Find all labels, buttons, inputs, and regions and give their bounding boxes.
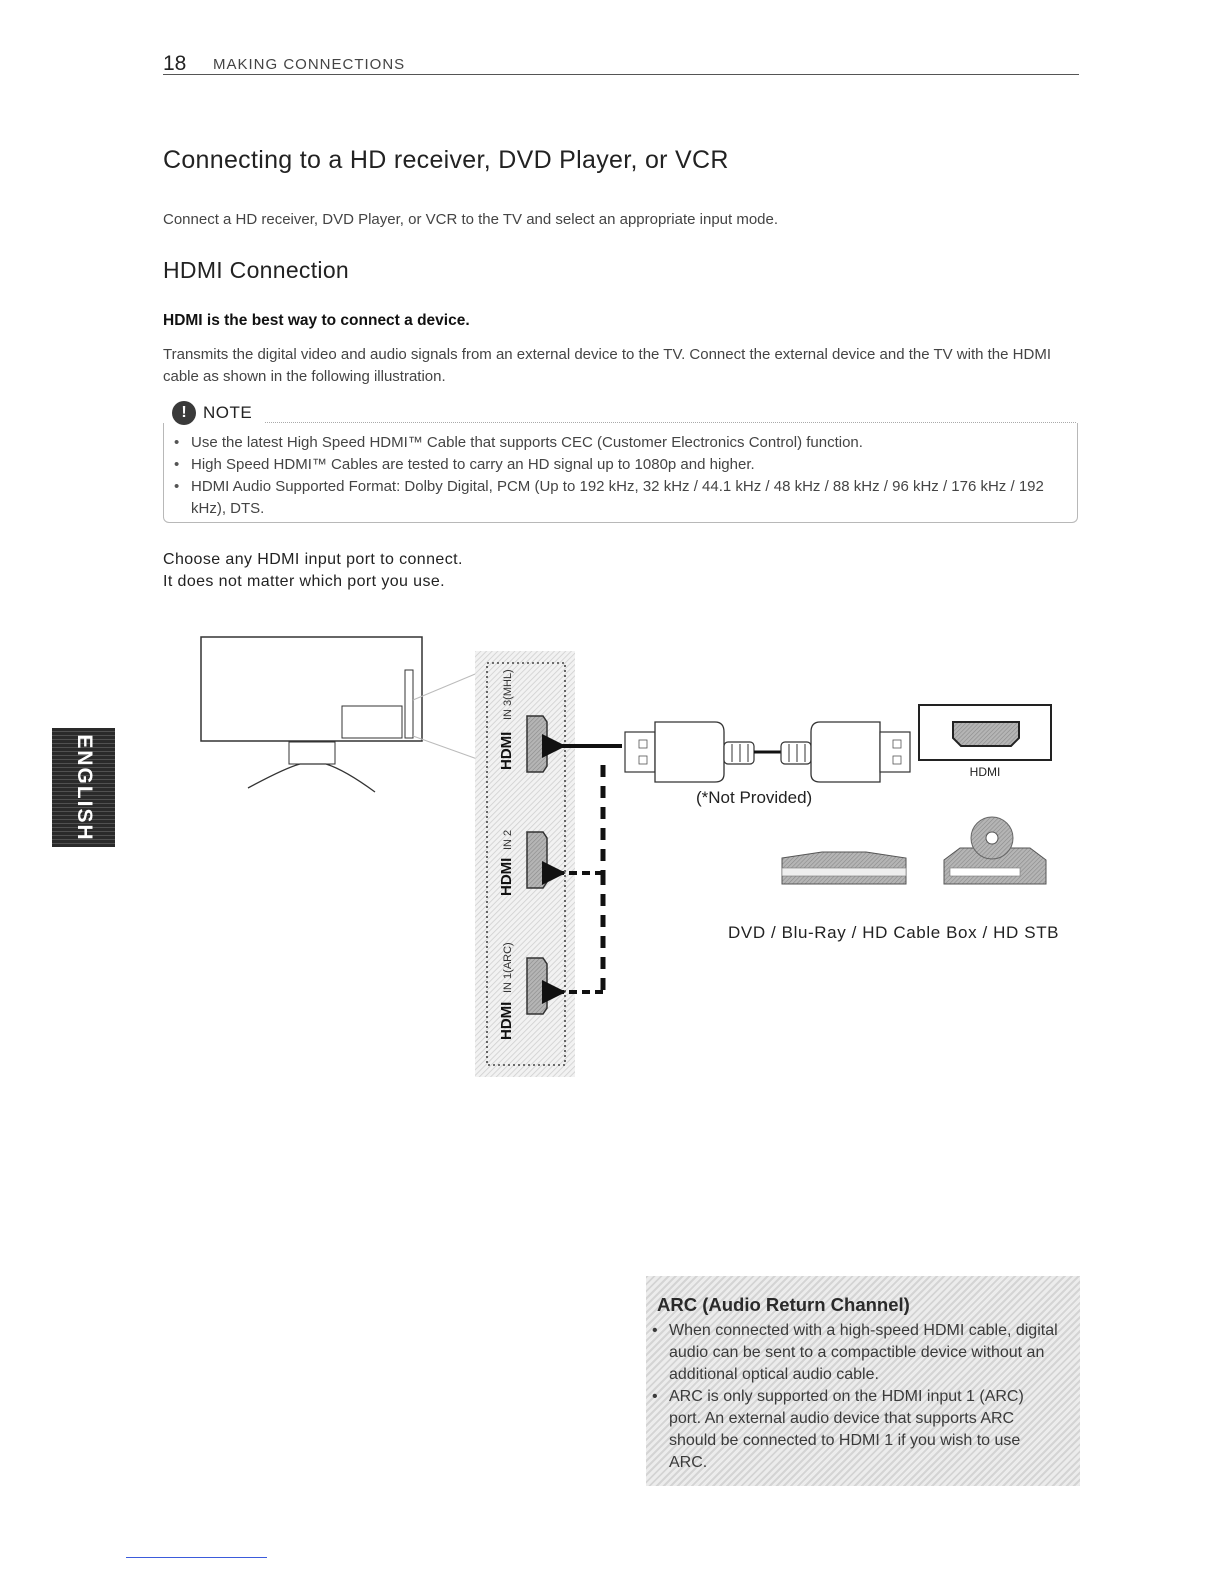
arc-info-box: ARC (Audio Return Channel) When connecte… (646, 1276, 1080, 1486)
port-instruction-line: Choose any HDMI input port to connect. (163, 551, 463, 568)
note-item: High Speed HDMI™ Cables are tested to ca… (172, 454, 1072, 476)
note-item: HDMI Audio Supported Format: Dolby Digit… (172, 476, 1072, 520)
port-instruction: Choose any HDMI input port to connect. I… (163, 549, 463, 593)
device-port-label: HDMI (970, 765, 1001, 779)
port-label: IN 3(MHL) (502, 669, 514, 720)
page-header: 18 MAKING CONNECTIONS (163, 52, 1079, 75)
hdmi-port-panel (475, 651, 575, 1077)
port-logo: HDMI (498, 732, 515, 770)
footer-rule (126, 1557, 267, 1558)
device-port-box: HDMI (918, 704, 1052, 779)
description-text: Transmits the digital video and audio si… (163, 346, 1051, 385)
exclamation-icon: ! (172, 401, 196, 425)
section-subtitle: HDMI Connection (163, 257, 350, 283)
devices-caption: DVD / Blu-Ray / HD Cable Box / HD STB (728, 923, 1059, 942)
port-logo: HDMI (498, 858, 515, 896)
bold-statement: HDMI is the best way to connect a device… (163, 312, 470, 329)
connection-arrows (542, 734, 622, 1004)
note-divider (265, 422, 1076, 423)
section-label: MAKING CONNECTIONS (213, 56, 406, 73)
intro-text: Connect a HD receiver, DVD Player, or VC… (163, 211, 779, 228)
note-list: Use the latest High Speed HDMI™ Cable th… (172, 432, 1072, 520)
page-number: 18 (163, 52, 187, 75)
arc-list: When connected with a high-speed HDMI ca… (650, 1320, 1060, 1474)
port-label: IN 1(ARC) (502, 942, 514, 993)
note-header: ! NOTE (172, 401, 259, 425)
bluray-player-icon (943, 816, 1047, 885)
arc-title: ARC (Audio Return Channel) (657, 1294, 910, 1315)
arc-item: ARC is only supported on the HDMI input … (650, 1386, 1060, 1474)
hdmi-cable: (*Not Provided) (624, 721, 911, 807)
language-tab: ENGLISH (52, 728, 115, 847)
note-box (163, 423, 1078, 523)
port-instruction-line: It does not matter which port you use. (163, 573, 446, 590)
tv-illustration (200, 636, 481, 793)
page-title: Connecting to a HD receiver, DVD Player,… (163, 146, 729, 174)
arc-item: When connected with a high-speed HDMI ca… (650, 1320, 1060, 1386)
port-label: IN 2 (502, 830, 514, 850)
cable-note: (*Not Provided) (696, 788, 812, 807)
hdmi-port-in3: HDMI IN 3(MHL) (498, 669, 548, 773)
dvd-player-icon (781, 851, 907, 885)
note-item: Use the latest High Speed HDMI™ Cable th… (172, 432, 1072, 454)
note-title: NOTE (203, 403, 253, 422)
port-logo: HDMI (498, 1002, 515, 1040)
